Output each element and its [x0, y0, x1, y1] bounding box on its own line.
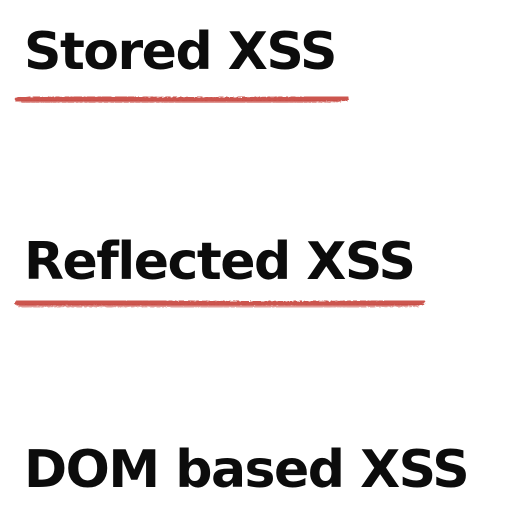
stored-xss-underline — [15, 95, 349, 104]
reflected-xss-underline — [15, 299, 425, 309]
dom-based-xss-title: DOM based XSS — [24, 440, 470, 500]
stored-xss-title: Stored XSS — [24, 22, 337, 82]
reflected-xss-title: Reflected XSS — [24, 232, 416, 292]
